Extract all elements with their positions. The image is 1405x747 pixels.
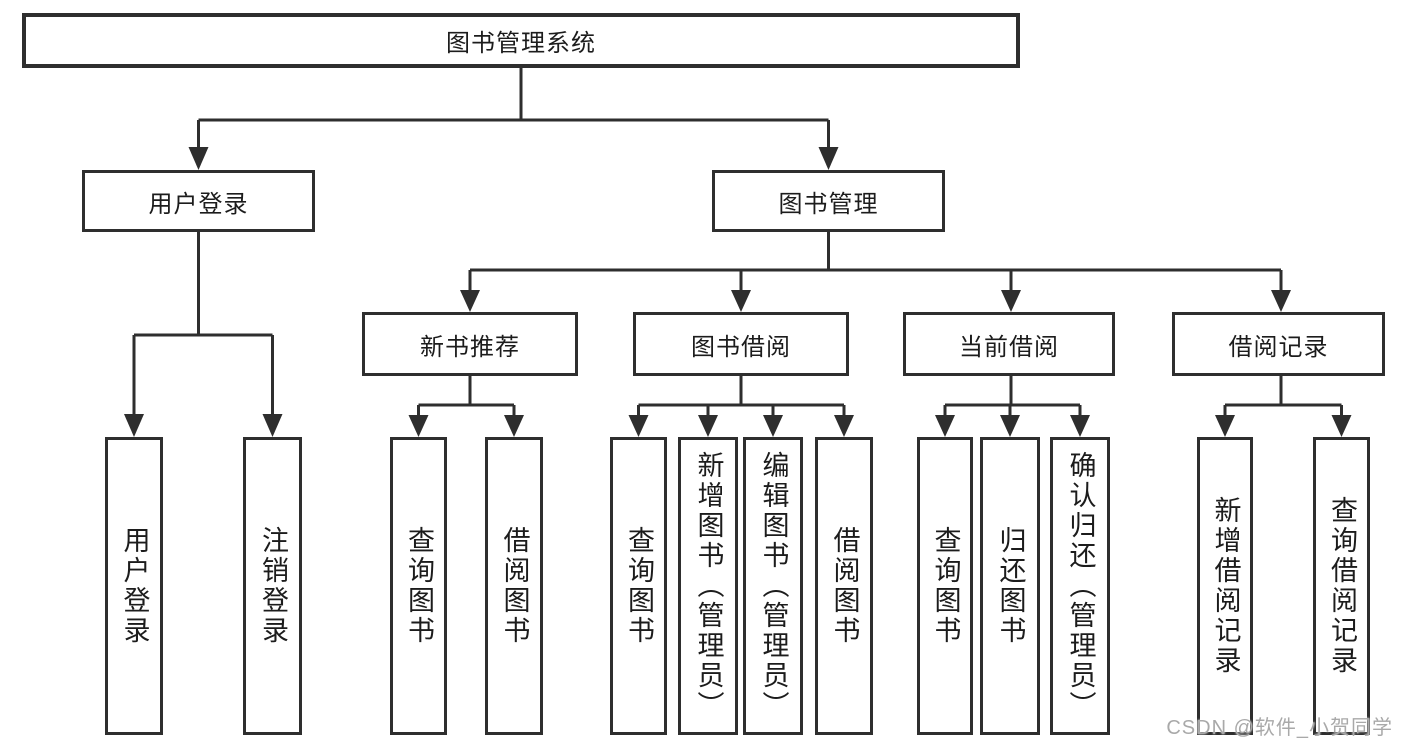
- leaf-logout: 注销登录: [243, 437, 302, 735]
- node-label: 图书借阅: [691, 333, 791, 361]
- leaf-edit-book-admin: 编辑图书（管理员）: [743, 437, 803, 735]
- leaf-user-login: 用户登录: [105, 437, 163, 735]
- node-library-management-system: 图书管理系统: [22, 13, 1020, 68]
- leaf-label: 注销登录: [258, 526, 288, 646]
- csdn-watermark: CSDN @软件_小贺同学: [1166, 717, 1393, 739]
- leaf-return-book: 归还图书: [980, 437, 1040, 735]
- leaf-label: 确认归还（管理员）: [1065, 451, 1096, 721]
- node-label: 图书管理: [778, 190, 879, 218]
- leaf-add-borrow-record: 新增借阅记录: [1197, 437, 1253, 735]
- node-borrowing-records: 借阅记录: [1172, 312, 1385, 376]
- leaf-query-books-borrow: 查询图书: [610, 437, 667, 735]
- leaf-query-books-recommend: 查询图书: [390, 437, 447, 735]
- leaf-borrow-books: 借阅图书: [815, 437, 873, 735]
- leaf-label: 归还图书: [995, 526, 1026, 646]
- leaf-confirm-return-admin: 确认归还（管理员）: [1050, 437, 1110, 735]
- leaf-borrow-books-recommend: 借阅图书: [485, 437, 543, 735]
- node-label: 用户登录: [148, 190, 249, 218]
- leaf-label: 查询借阅记录: [1327, 496, 1357, 676]
- node-book-borrowing: 图书借阅: [633, 312, 849, 376]
- node-user-login: 用户登录: [82, 170, 315, 232]
- node-label: 当前借阅: [959, 333, 1059, 361]
- node-book-management: 图书管理: [712, 170, 945, 232]
- node-label: 图书管理系统: [446, 30, 596, 57]
- leaf-query-borrow-record: 查询借阅记录: [1313, 437, 1370, 735]
- leaf-query-books-current: 查询图书: [917, 437, 973, 735]
- leaf-label: 查询图书: [624, 526, 654, 646]
- leaf-label: 编辑图书（管理员）: [758, 451, 789, 721]
- leaf-label: 查询图书: [404, 526, 434, 646]
- leaf-label: 借阅图书: [499, 526, 530, 646]
- node-label: 新书推荐: [420, 333, 520, 361]
- leaf-add-book-admin: 新增图书（管理员）: [678, 437, 738, 735]
- leaf-label: 用户登录: [119, 526, 150, 646]
- node-new-book-recommend: 新书推荐: [362, 312, 578, 376]
- leaf-label: 新增借阅记录: [1210, 496, 1241, 676]
- node-label: 借阅记录: [1228, 333, 1329, 361]
- leaf-label: 借阅图书: [829, 526, 860, 646]
- node-current-borrowing: 当前借阅: [903, 312, 1115, 376]
- leaf-label: 查询图书: [930, 526, 961, 646]
- leaf-label: 新增图书（管理员）: [693, 451, 724, 721]
